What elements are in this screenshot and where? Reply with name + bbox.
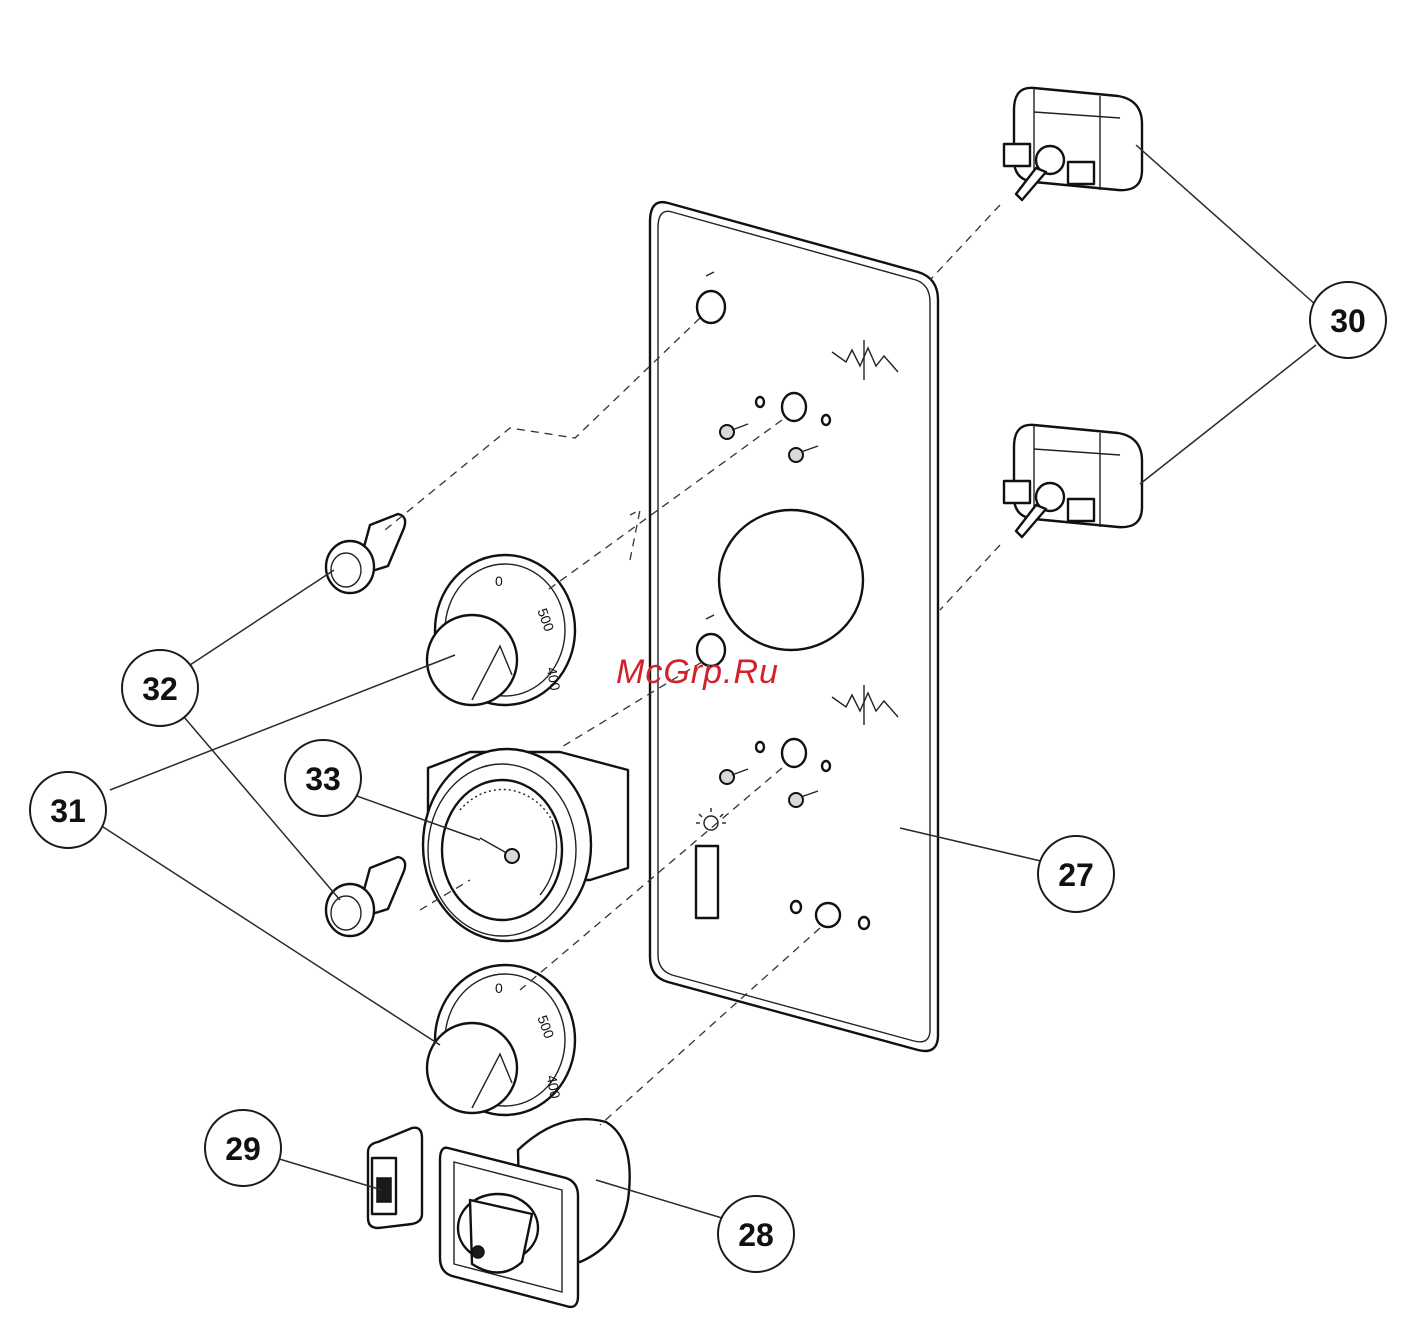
callout-28: 28 xyxy=(718,1196,794,1272)
thermometer-gauge xyxy=(423,749,628,941)
rotary-selector-switch xyxy=(440,1119,630,1307)
dial-label: 0 xyxy=(495,573,503,589)
dial-label: 0 xyxy=(495,980,503,996)
panel-hole xyxy=(782,393,806,421)
indicator-slot xyxy=(696,846,718,918)
callout-33: 33 xyxy=(285,740,361,816)
svg-text:31: 31 xyxy=(50,793,86,829)
indicator-lamp-upper xyxy=(326,514,405,593)
thermostat-upper xyxy=(1004,88,1142,200)
panel-hole xyxy=(816,903,840,927)
callout-31: 31 xyxy=(30,772,106,848)
rocker-switch xyxy=(368,1128,422,1228)
svg-text:29: 29 xyxy=(225,1131,261,1167)
thermostat-knob-lower: 0 500 400 xyxy=(427,965,575,1115)
callout-29: 29 xyxy=(205,1110,281,1186)
panel-hole xyxy=(697,291,725,323)
front-panel xyxy=(650,202,938,1051)
svg-text:33: 33 xyxy=(305,761,341,797)
svg-text:30: 30 xyxy=(1330,303,1366,339)
callout-30: 30 xyxy=(1310,282,1386,358)
gauge-opening xyxy=(719,510,863,650)
thermostat-lower xyxy=(1004,425,1142,537)
svg-text:27: 27 xyxy=(1058,857,1094,893)
svg-text:28: 28 xyxy=(738,1217,774,1253)
callout-27: 27 xyxy=(1038,836,1114,912)
thermostat-knob-upper: 0 500 400 xyxy=(427,555,575,705)
callout-32: 32 xyxy=(122,650,198,726)
watermark-text: McGrp.Ru xyxy=(616,653,779,691)
panel-hole xyxy=(782,739,806,767)
svg-text:32: 32 xyxy=(142,671,178,707)
